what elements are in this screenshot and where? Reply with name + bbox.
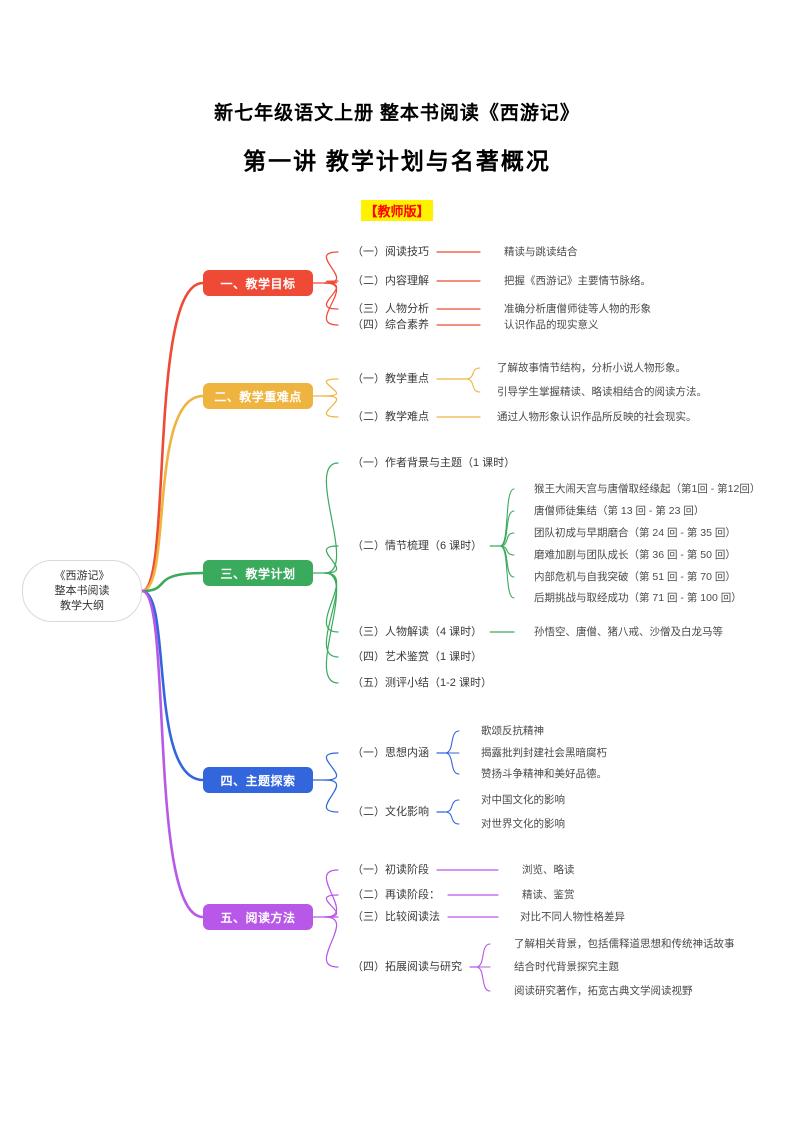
- leaf-label[interactable]: 猴王大闹天宫与唐僧取经缘起（第1回 - 第12回）: [534, 483, 761, 495]
- leaf-label[interactable]: 磨难加剧与团队成长（第 36 回 - 第 50 回）: [534, 549, 736, 561]
- leaf-label[interactable]: 了解故事情节结构，分析小说人物形象。: [497, 362, 686, 374]
- subbranch-label[interactable]: （四）拓展阅读与研究: [352, 961, 462, 973]
- subbranch-label[interactable]: （一）思想内涵: [352, 747, 429, 759]
- leaf-label[interactable]: 结合时代背景探究主题: [514, 961, 619, 973]
- root-line-2: 整本书阅读: [54, 584, 110, 597]
- leaf-label[interactable]: 通过人物形象认识作品所反映的社会现实。: [497, 411, 697, 423]
- subbranch-label[interactable]: （一）初读阶段: [352, 864, 429, 876]
- branch-node-5[interactable]: 五、阅读方法: [203, 904, 313, 930]
- leaf-label[interactable]: 赞扬斗争精神和美好品德。: [481, 768, 607, 780]
- subbranch-label[interactable]: （二）情节梳理（6 课时）: [352, 540, 483, 552]
- leaf-label[interactable]: 浏览、略读: [522, 864, 575, 876]
- branch-label: 三、教学计划: [220, 566, 296, 581]
- leaf-label[interactable]: 后期挑战与取经成功（第 71 回 - 第 100 回）: [534, 592, 742, 604]
- teacher-edition-badge: 【教师版】: [361, 200, 433, 221]
- root-node[interactable]: 《西游记》 整本书阅读 教学大纲: [22, 560, 142, 622]
- leaf-label[interactable]: 对中国文化的影响: [481, 794, 565, 806]
- leaf-label[interactable]: 阅读研究著作，拓宽古典文学阅读视野: [514, 985, 693, 997]
- leaf-label[interactable]: 唐僧师徒集结（第 13 回 - 第 23 回）: [534, 505, 705, 517]
- subbranch-label[interactable]: （一）作者背景与主题（1 课时）: [352, 457, 516, 469]
- leaf-label[interactable]: 精读、鉴赏: [522, 889, 575, 901]
- branch-label: 四、主题探索: [220, 773, 296, 788]
- branch-node-3[interactable]: 三、教学计划: [203, 560, 313, 586]
- subbranch-label[interactable]: （二）教学难点: [352, 411, 429, 423]
- branch-node-4[interactable]: 四、主题探索: [203, 767, 313, 793]
- leaf-label[interactable]: 准确分析唐僧师徒等人物的形象: [504, 303, 651, 315]
- subbranch-label[interactable]: （五）测评小结（1-2 课时）: [352, 677, 492, 689]
- branch-node-2[interactable]: 二、教学重难点: [203, 383, 313, 409]
- leaf-label[interactable]: 把握《西游记》主要情节脉络。: [504, 275, 651, 287]
- subbranch-label[interactable]: （二）再读阶段：: [352, 889, 440, 901]
- subbranch-label[interactable]: （四）综合素养: [352, 319, 429, 331]
- document-title: 新七年级语文上册 整本书阅读《西游记》: [214, 103, 580, 124]
- subbranch-label[interactable]: （三）人物解读（4 课时）: [352, 626, 483, 638]
- branch-node-1[interactable]: 一、教学目标: [203, 270, 313, 296]
- leaf-label[interactable]: 揭露批判封建社会黑暗腐朽: [481, 747, 607, 759]
- leaf-label[interactable]: 团队初成与早期磨合（第 24 回 - 第 35 回）: [534, 527, 736, 539]
- subbranch-label[interactable]: （二）内容理解: [352, 275, 429, 287]
- subbranch-label[interactable]: （四）艺术鉴赏（1 课时）: [352, 651, 483, 663]
- root-line-3: 教学大纲: [60, 599, 104, 612]
- subbranch-label[interactable]: （二）文化影响: [352, 806, 429, 818]
- leaf-label[interactable]: 对比不同人物性格差异: [520, 911, 625, 923]
- subbranch-label[interactable]: （一）阅读技巧: [352, 246, 429, 258]
- leaf-label[interactable]: 引导学生掌握精读、略读相结合的阅读方法。: [497, 386, 707, 398]
- leaf-label[interactable]: 内部危机与自我突破（第 51 回 - 第 70 回）: [534, 571, 736, 583]
- branch-label: 五、阅读方法: [220, 910, 296, 925]
- branch-label: 二、教学重难点: [214, 389, 302, 404]
- document-subtitle: 第一讲 教学计划与名著概况: [243, 149, 551, 174]
- subbranch-label[interactable]: （三）比较阅读法: [352, 911, 440, 923]
- leaf-label[interactable]: 精读与跳读结合: [504, 246, 578, 258]
- subbranch-label[interactable]: （三）人物分析: [352, 303, 429, 315]
- leaf-label[interactable]: 认识作品的现实意义: [504, 319, 599, 331]
- leaf-label[interactable]: 孙悟空、唐僧、猪八戒、沙僧及白龙马等: [534, 626, 723, 638]
- leaf-label[interactable]: 了解相关背景，包括儒释道思想和传统神话故事: [514, 938, 735, 950]
- badge-container: 【教师版】: [0, 200, 794, 221]
- leaf-label[interactable]: 对世界文化的影响: [481, 818, 565, 830]
- root-line-1: 《西游记》: [54, 569, 110, 582]
- branch-label: 一、教学目标: [220, 276, 296, 291]
- leaf-label[interactable]: 歌颂反抗精神: [481, 725, 544, 737]
- subbranch-label[interactable]: （一）教学重点: [352, 373, 429, 385]
